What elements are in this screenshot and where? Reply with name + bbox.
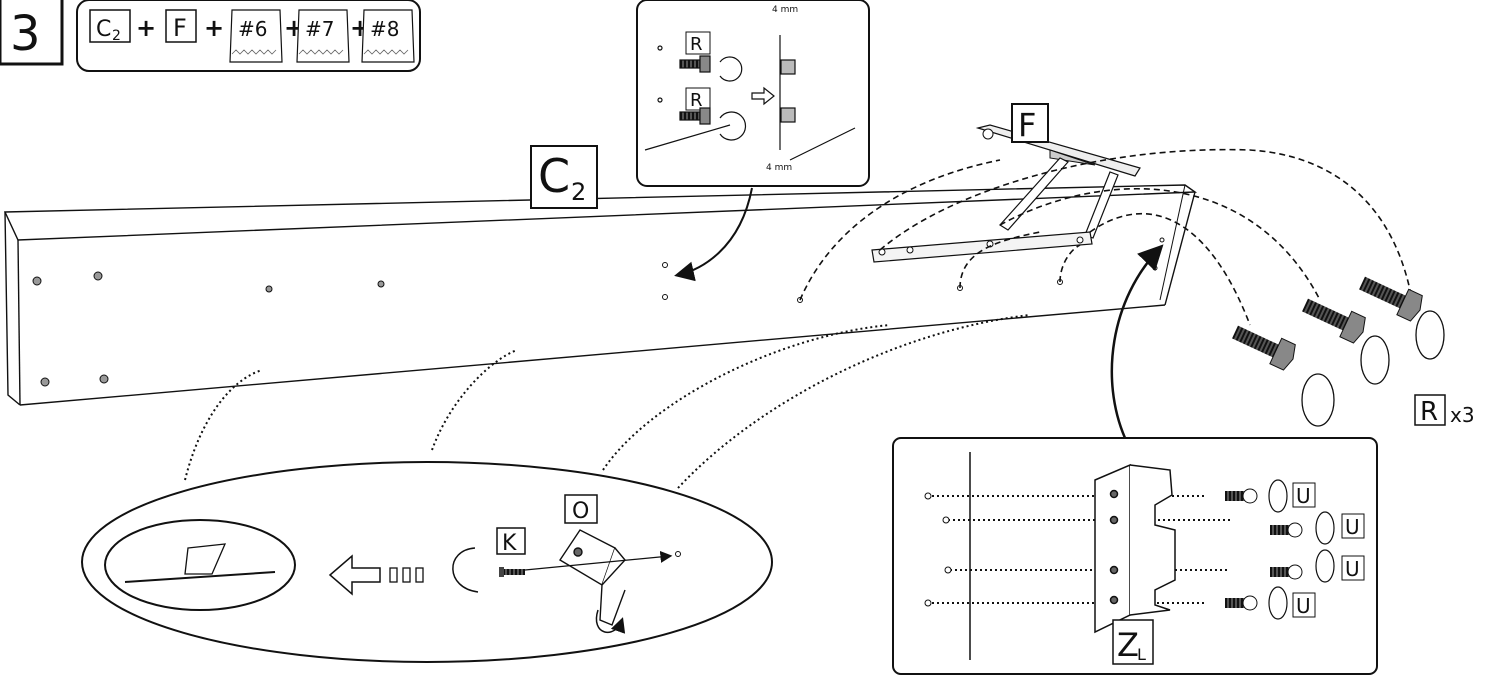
svg-text:O: O [572, 499, 589, 524]
part-c2: C 2 [89, 9, 131, 44]
step-number-box: 3 [0, 0, 64, 66]
screw-k [499, 567, 525, 577]
screws-u [1225, 488, 1303, 611]
detail-bolt-gap: R R 4 mm 4 mm [636, 0, 870, 187]
svg-text:U: U [1296, 594, 1311, 618]
svg-text:F: F [173, 14, 187, 42]
screw-paths [799, 148, 1411, 326]
svg-text:Z: Z [1117, 626, 1139, 664]
svg-text:4 mm: 4 mm [772, 5, 798, 15]
u-label: U [1292, 482, 1316, 508]
bag-8: #8 [361, 9, 415, 63]
r-label: R [685, 31, 711, 55]
svg-text:#8: #8 [370, 17, 399, 41]
svg-text:R: R [690, 34, 703, 55]
bag-7: #7 [296, 9, 350, 63]
panel-c2: C 2 [3, 145, 1198, 406]
svg-text:L: L [1137, 645, 1146, 664]
panel-c2-label: C 2 [530, 145, 598, 209]
bolts-r: R x3 [1232, 276, 1475, 427]
svg-text:4 mm: 4 mm [766, 163, 792, 173]
svg-text:U: U [1345, 557, 1360, 581]
bracket-zl [1094, 463, 1176, 634]
svg-text:U: U [1345, 515, 1360, 539]
svg-text:2: 2 [571, 178, 586, 206]
svg-text:U: U [1296, 484, 1311, 508]
bolt-label: R x3 [1414, 394, 1475, 427]
svg-text:#7: #7 [305, 17, 334, 41]
rotate-arrow-icon [1301, 310, 1445, 427]
hinge-f: F [871, 103, 1141, 263]
u-label: U [1341, 513, 1365, 539]
svg-text:C: C [538, 149, 570, 203]
rotate-arrow-icon [1268, 479, 1335, 620]
u-label: U [1292, 592, 1316, 618]
k-label: K [496, 527, 526, 556]
rotate-arrow-icon [452, 547, 479, 593]
bolt [1232, 325, 1296, 371]
detail-arrow [674, 187, 753, 282]
svg-text:x3: x3 [1450, 403, 1475, 427]
bag-6: #6 [229, 9, 283, 63]
svg-text:R: R [690, 90, 703, 111]
r-label: R [685, 87, 711, 111]
zl-label: Z L [1112, 619, 1154, 665]
detail-arrow [1110, 244, 1164, 439]
svg-text:R: R [1420, 397, 1438, 427]
detail-bracket-zl: Z L U U U U [892, 437, 1378, 675]
svg-text:#6: #6 [238, 17, 267, 41]
hinge-f-label: F [1011, 103, 1049, 144]
svg-text:F: F [1018, 106, 1036, 144]
parts-list: C 2 + F + #6 + #7 + #8 [76, 0, 421, 72]
rotate-arrow-icon [595, 609, 626, 634]
bolt [1302, 298, 1366, 344]
step-number: 3 [10, 6, 41, 62]
plus-sign: + [204, 14, 224, 42]
svg-text:K: K [502, 531, 517, 556]
bolt [1359, 276, 1423, 322]
plus-sign: + [136, 14, 156, 42]
arrow-left-icon [328, 554, 381, 596]
bracket-o [559, 529, 626, 626]
part-f: F [165, 9, 197, 43]
u-label: U [1341, 555, 1365, 581]
o-label: O [564, 494, 598, 524]
svg-text:C: C [96, 17, 111, 42]
svg-text:2: 2 [112, 28, 121, 44]
detail-cam-fitting: K O [81, 314, 1031, 663]
